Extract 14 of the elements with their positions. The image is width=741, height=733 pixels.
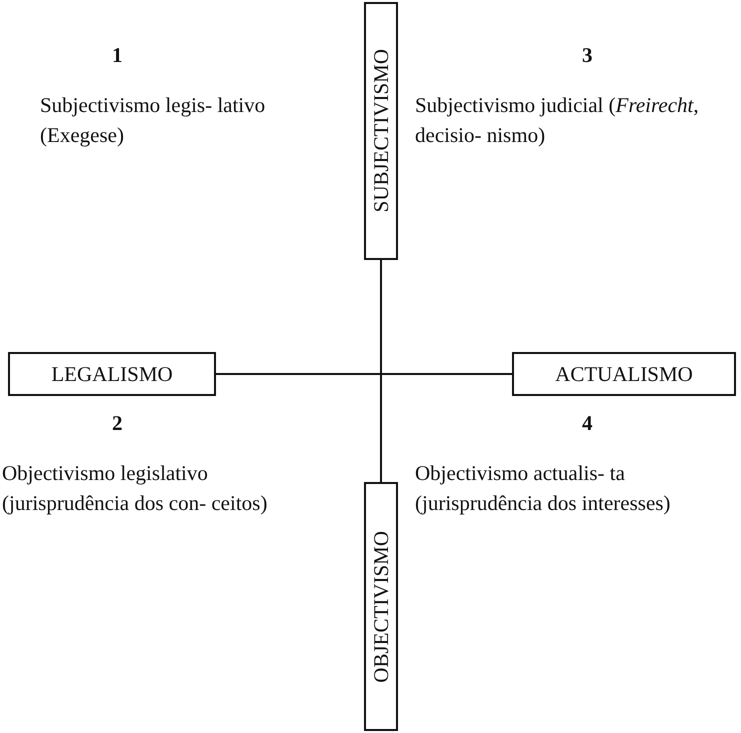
quadrant-description: Subjectivismo judicial (Freirecht, decisio- nismo) — [415, 92, 700, 149]
connector-line — [216, 373, 512, 375]
quadrant-number: 1 — [112, 42, 122, 69]
quadrant-description: Objectivismo actualis- ta (jurisprudência dos interesses) — [415, 460, 672, 517]
axis-label-box: ACTUALISMO — [512, 352, 736, 396]
quadrant-description: Objectivismo legislativo (jurisprudência dos con- ceitos) — [2, 460, 268, 517]
connector-line — [380, 260, 382, 482]
quadrant-description: Subjectivismo legis- lativo (Exegese) — [40, 92, 266, 149]
axis-label-box: LEGALISMO — [8, 352, 216, 396]
quadrant-number: 4 — [582, 410, 592, 437]
quadrant-number: 3 — [582, 42, 592, 69]
axis-label-box: SUBJECTIVISMO — [364, 2, 398, 260]
axis-label-box: OBJECTIVISMO — [364, 482, 398, 731]
quadrant-number: 2 — [112, 410, 122, 437]
